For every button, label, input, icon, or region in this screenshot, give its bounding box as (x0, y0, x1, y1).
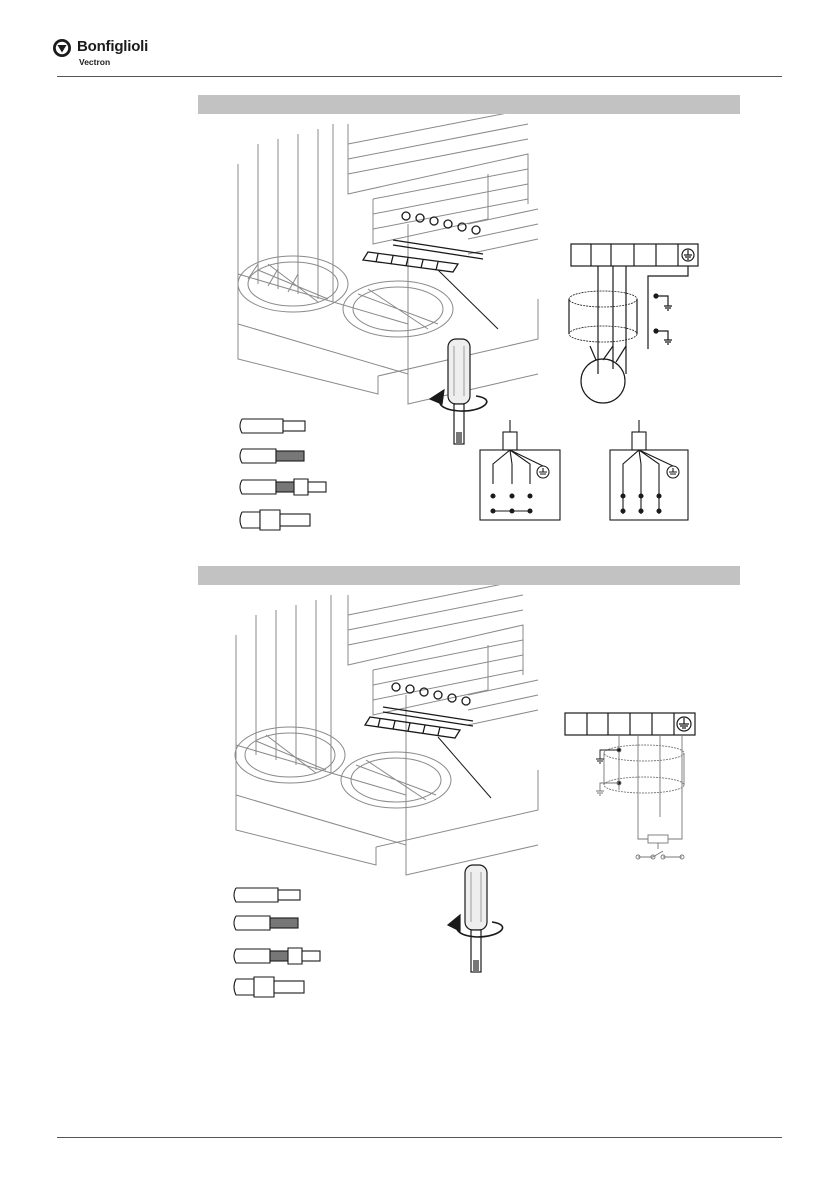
screwdriver-icon (448, 865, 503, 972)
stripped-cable-step-1 (240, 419, 305, 433)
section-heading-bar (198, 566, 740, 585)
inverter-housing (238, 114, 538, 404)
cable-stripping-steps (234, 888, 320, 997)
stripped-cable-step-2 (234, 916, 298, 930)
page-header: Bonfiglioli Vectron (0, 0, 839, 80)
inverter-housing (235, 585, 538, 875)
resistor-icon (638, 817, 682, 843)
braking-resistor-schematic (565, 713, 695, 735)
stripped-cable-step-3 (234, 948, 320, 964)
motor-wiring-schematic (569, 244, 698, 403)
motor-icon (581, 346, 626, 403)
screwdriver-icon (430, 339, 487, 444)
stripped-cable-step-4 (234, 977, 304, 997)
bonfiglioli-logo-icon (52, 38, 72, 58)
footer-divider (57, 1137, 782, 1138)
stripped-cable-step-2 (240, 449, 304, 463)
brand-name: Bonfiglioli (77, 38, 148, 55)
thermal-contact-icon (636, 843, 684, 859)
ground-icon (682, 249, 694, 261)
motor-connection-drawing (198, 114, 740, 534)
header-divider (57, 76, 782, 77)
braking-resistor-connection-illustration (198, 585, 740, 1005)
braking-resistor-drawing (198, 585, 740, 1005)
ground-icon (677, 717, 691, 731)
stripped-cable-step-1 (234, 888, 300, 902)
brand-subname: Vectron (79, 57, 110, 67)
company-logo: Bonfiglioli Vectron (52, 36, 182, 72)
stripped-cable-step-4 (240, 510, 310, 530)
star-connection-icon (480, 420, 560, 520)
stripped-cable-step-3 (240, 479, 326, 495)
motor-connection-illustration (198, 114, 740, 534)
section-heading-bar (198, 95, 740, 114)
cable-stripping-steps (240, 419, 326, 530)
delta-connection-icon (610, 420, 688, 520)
